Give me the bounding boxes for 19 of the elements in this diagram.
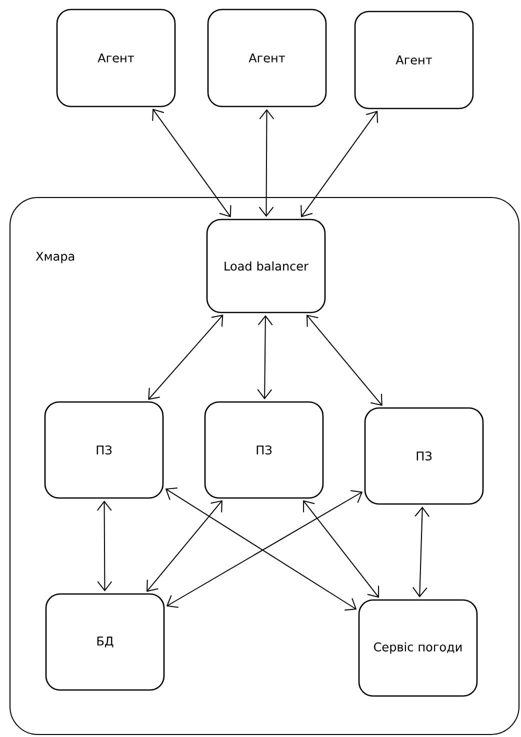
process-box: Агент (56, 8, 176, 108)
arrow (258, 109, 274, 217)
process-box: БД (45, 593, 165, 691)
arrow (412, 506, 430, 598)
arrow (306, 314, 382, 406)
arrow (146, 500, 222, 592)
arrow (148, 314, 224, 400)
process-box: Load balancer (206, 218, 326, 314)
process-box: Агент (354, 10, 474, 110)
process-box: Агент (207, 8, 327, 108)
arrow (257, 315, 273, 400)
arrow (152, 108, 232, 218)
process-box: Сервіс погоди (358, 599, 478, 697)
process-box: ПЗ (44, 401, 164, 499)
arrow (300, 110, 378, 218)
arrow (303, 500, 380, 598)
process-box: ПЗ (364, 407, 484, 505)
process-box: ПЗ (204, 401, 324, 499)
arrow (96, 500, 112, 592)
